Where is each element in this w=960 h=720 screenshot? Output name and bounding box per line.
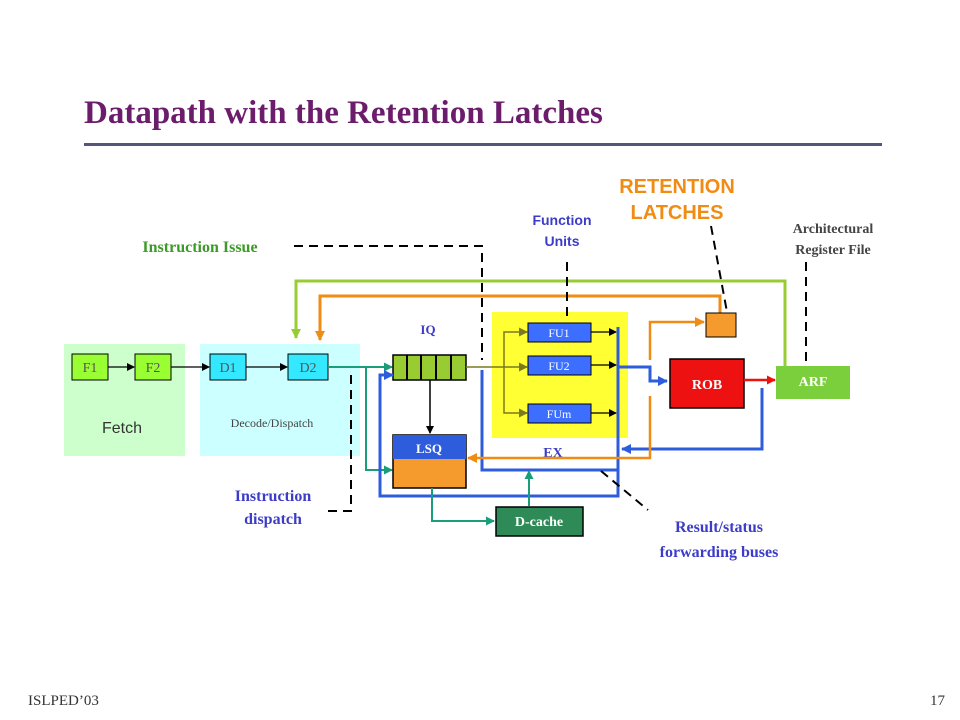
f2-block	[134, 353, 172, 381]
latch-to-d2-bus	[315, 294, 722, 341]
footer-conference: ISLPED’03	[28, 693, 99, 709]
dcache-label: D-cache	[515, 515, 563, 530]
d2-block	[287, 353, 329, 381]
arch-register-file-label-1: Architectural	[793, 222, 874, 237]
rob-label: ROB	[692, 378, 722, 393]
fu1-label: FU1	[548, 326, 569, 340]
footer-page-number: 17	[930, 693, 945, 709]
arf-block	[776, 366, 850, 399]
lsq-header	[393, 435, 466, 459]
result-bus-to-iq	[480, 327, 620, 472]
function-units-label-1: Function	[532, 212, 591, 228]
retention-latches-label-1: RETENTION	[619, 176, 735, 198]
decode-stage-label: Decode/Dispatch	[231, 416, 314, 430]
retention-latch-block	[705, 312, 737, 338]
fetch-stage-label: Fetch	[102, 420, 142, 437]
iq-to-fum-wire	[503, 367, 528, 418]
retention-latches-label-2: LATCHES	[631, 202, 724, 224]
function-units-label-2: Units	[545, 233, 580, 249]
instruction-dispatch-label-1: Instruction	[235, 488, 312, 505]
iq-block	[392, 354, 467, 381]
instruction-issue-label: Instruction Issue	[142, 239, 257, 256]
arch-register-file-label-2: Register File	[795, 243, 871, 258]
d2-to-lsq-wire	[365, 367, 393, 475]
rob-to-lsq-orange	[467, 396, 652, 463]
arf-to-d2-bus	[291, 279, 787, 372]
title-rule	[84, 143, 882, 146]
lsq-to-dcache-wire	[431, 488, 495, 526]
slide-title: Datapath with the Retention Latches	[84, 95, 603, 131]
d2-label: D2	[299, 361, 316, 376]
d1-label: D1	[219, 361, 236, 376]
f1-label: F1	[83, 361, 98, 376]
f1-block	[71, 353, 109, 381]
rob-block	[669, 358, 745, 409]
fu2-label: FU2	[548, 359, 569, 373]
result-bus-pointer	[600, 470, 649, 511]
iq-label: IQ	[420, 322, 435, 337]
dcache-block	[495, 506, 584, 537]
arf-to-rob-blue	[621, 388, 764, 454]
result-bus-to-d2	[378, 370, 620, 498]
arf-label: ARF	[799, 375, 828, 390]
iq-to-fu1-wire	[503, 327, 528, 367]
f2-label: F2	[146, 361, 161, 376]
result-bus-label-1: Result/status	[675, 519, 763, 536]
fum-label: FUm	[547, 407, 572, 421]
instruction-dispatch-label-2: dispatch	[244, 511, 302, 528]
result-bus-label-2: forwarding buses	[660, 544, 779, 561]
instruction-issue-pointer	[294, 245, 483, 360]
to-latch-orange	[648, 317, 705, 360]
instruction-dispatch-pointer	[328, 372, 352, 512]
d1-block	[209, 353, 247, 381]
result-bus-to-rob	[618, 365, 668, 386]
lsq-label: LSQ	[416, 441, 442, 456]
